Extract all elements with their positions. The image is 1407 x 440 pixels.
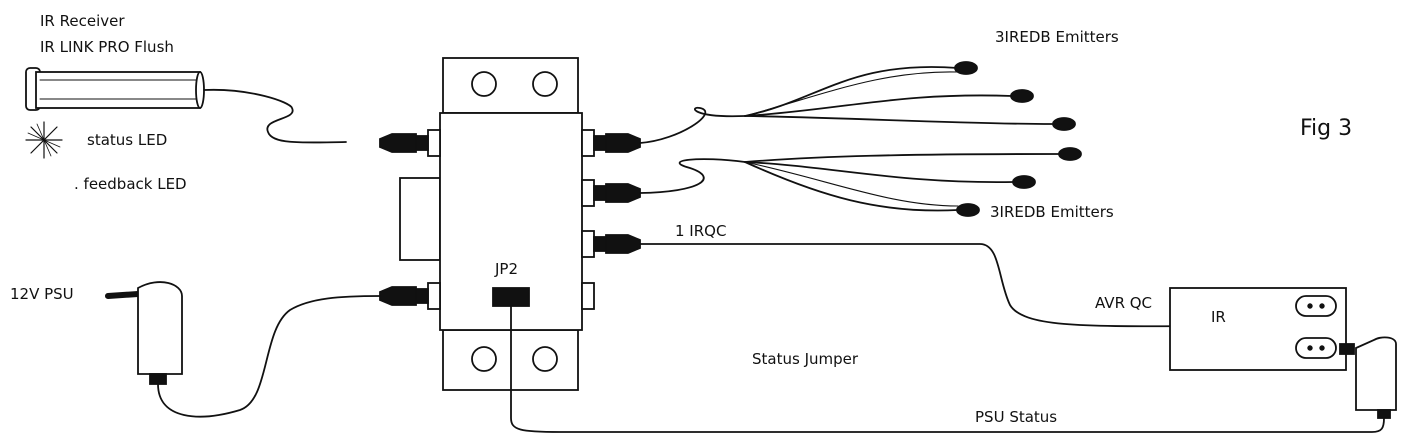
ir-label: IR	[1211, 308, 1226, 326]
ir-receiver-label: IR Receiver	[40, 12, 125, 30]
avr-qc-box	[1169, 287, 1347, 371]
emitters-bottom-label: 3IREDB Emitters	[990, 203, 1114, 221]
ir-link-label: IR LINK PRO Flush	[40, 38, 174, 56]
status-led-icon	[25, 121, 63, 159]
psu-cable	[157, 295, 381, 418]
hub-left-ports	[427, 129, 441, 310]
figure-label: Fig 3	[1300, 116, 1353, 141]
jp2-jumper	[492, 287, 530, 307]
status-led-label: status LED	[87, 131, 168, 149]
emitter-plug-bottom	[593, 183, 641, 203]
emitter-plug-top	[593, 133, 641, 153]
avr-psu	[1339, 336, 1397, 419]
irqc-plug	[593, 234, 641, 254]
hub-right-ports	[581, 129, 595, 310]
jp2-label: JP2	[495, 260, 519, 278]
irqc-label: 1 IRQC	[675, 222, 727, 240]
emitters-top-label: 3IREDB Emitters	[995, 28, 1119, 46]
irqc-cable	[639, 243, 1233, 328]
emitter-heads-bottom	[956, 147, 1082, 217]
psu-plug	[379, 286, 429, 306]
psu-status-cable	[510, 305, 1385, 433]
receiver-plug	[379, 133, 429, 153]
psu-12v	[105, 281, 183, 385]
feedback-led-label: . feedback LED	[74, 175, 187, 193]
avr-qc-label: AVR QC	[1095, 294, 1153, 312]
ir-receiver-body	[25, 67, 205, 111]
emitter-heads-top	[954, 61, 1076, 131]
hub-side-tab	[399, 177, 441, 261]
psu-12v-label: 12V PSU	[10, 285, 74, 303]
receiver-cable	[203, 88, 347, 144]
psu-status-label: PSU Status	[975, 408, 1058, 426]
status-jumper-label: Status Jumper	[752, 350, 859, 368]
hub-top-plate	[442, 57, 579, 114]
